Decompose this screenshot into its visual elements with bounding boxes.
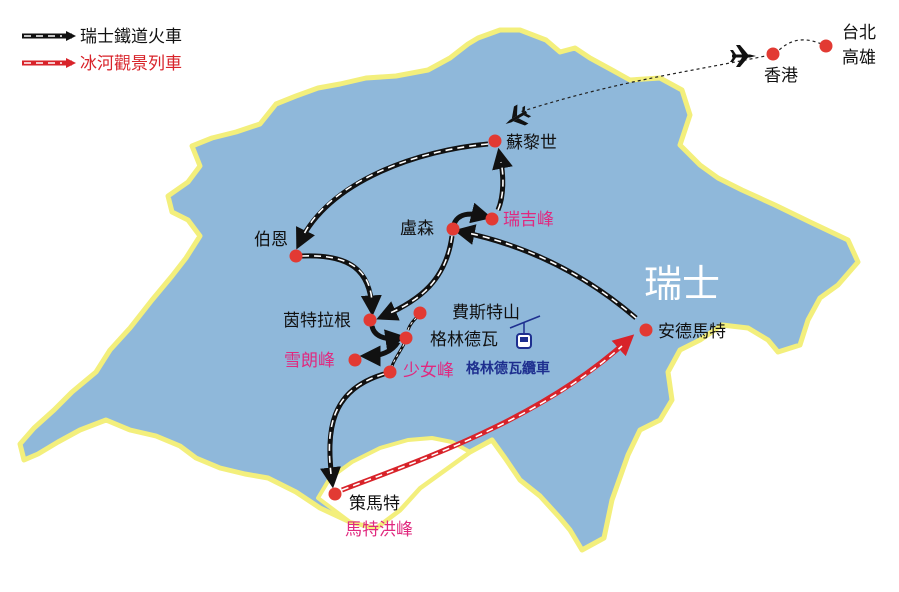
glacier-express-route — [341, 334, 635, 493]
label-lucerne: 盧森 — [400, 219, 434, 239]
dot-jungfrau — [383, 365, 397, 379]
airplane-icon — [505, 104, 532, 126]
city-dots — [289, 39, 833, 501]
lake-geneva — [316, 436, 472, 530]
rail-routes — [296, 141, 638, 489]
legend-glacier-swatch — [22, 58, 76, 68]
dot-first — [413, 306, 427, 320]
dot-interlaken — [363, 313, 377, 327]
label-first: 費斯特山 — [452, 303, 520, 323]
dot-schilthorn — [348, 353, 362, 367]
cable-car-icon — [509, 315, 541, 349]
dot-andermatt — [639, 323, 653, 337]
label-cable-car: 格林德瓦纜車 — [466, 360, 550, 377]
flight-path-asia — [774, 39, 827, 55]
dot-rigi — [485, 212, 499, 226]
label-zurich: 蘇黎世 — [506, 133, 557, 153]
label-andermatt: 安德馬特 — [658, 322, 726, 342]
label-jungfrau: 少女峰 — [403, 361, 454, 381]
country-label: 瑞士 — [644, 262, 720, 306]
legend-rail-label: 瑞士鐵道火車 — [80, 27, 182, 47]
dot-zermatt — [328, 487, 342, 501]
label-kaohsiung: 高雄 — [842, 48, 876, 68]
dot-zurich — [488, 134, 502, 148]
dot-grindelwald — [399, 331, 413, 345]
airplane-icon — [730, 45, 756, 67]
label-schilthorn: 雪朗峰 — [284, 351, 335, 371]
label-grindelwald: 格林德瓦 — [430, 330, 498, 350]
dot-taipei-kaohsiung — [819, 39, 833, 53]
dot-hongkong — [766, 47, 780, 61]
label-matterhorn: 馬特洪峰 — [345, 520, 413, 540]
legend-rail-swatch — [22, 31, 76, 41]
dot-bern — [289, 249, 303, 263]
label-hongkong: 香港 — [764, 66, 798, 86]
dot-lucerne — [446, 222, 460, 236]
flight-path — [519, 54, 771, 113]
label-taipei: 台北 — [842, 23, 876, 43]
label-interlaken: 茵特拉根 — [283, 311, 351, 331]
legend: 瑞士鐵道火車 冰河觀景列車 — [22, 27, 182, 74]
label-zermatt: 策馬特 — [349, 494, 400, 514]
legend-glacier-label: 冰河觀景列車 — [80, 54, 182, 74]
label-bern: 伯恩 — [254, 230, 288, 250]
label-rigi: 瑞吉峰 — [503, 210, 554, 230]
